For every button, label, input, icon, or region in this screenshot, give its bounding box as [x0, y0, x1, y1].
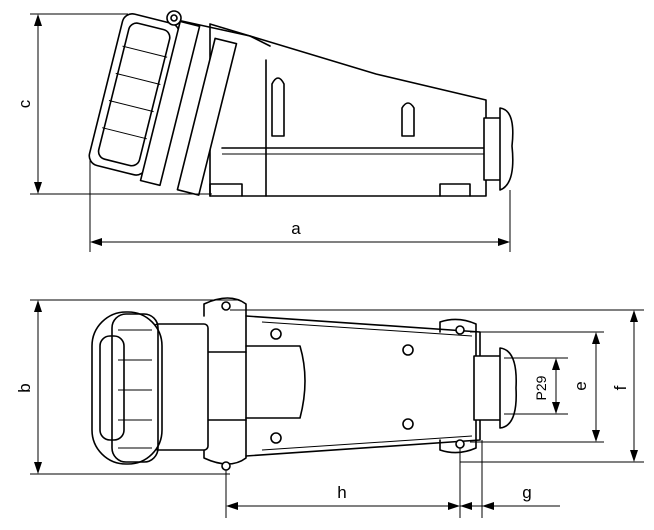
dimension-h: h [225, 448, 461, 518]
label-b: b [15, 383, 34, 392]
dimension-p29: P29 [504, 357, 568, 415]
label-g: g [522, 483, 531, 502]
dimension-e: e [470, 331, 604, 443]
label-c: c [15, 99, 34, 108]
label-e: e [571, 381, 590, 390]
label-a: a [291, 219, 301, 238]
label-h: h [337, 483, 346, 502]
side-view [88, 10, 514, 197]
dimension-g: g [460, 440, 560, 518]
dimension-a: a [89, 160, 511, 252]
plan-view [91, 297, 517, 471]
label-f: f [611, 385, 630, 390]
label-p29: P29 [533, 375, 549, 400]
dimension-f: f [230, 309, 644, 463]
dimension-c: c [15, 13, 212, 195]
dimension-b: b [15, 299, 240, 475]
